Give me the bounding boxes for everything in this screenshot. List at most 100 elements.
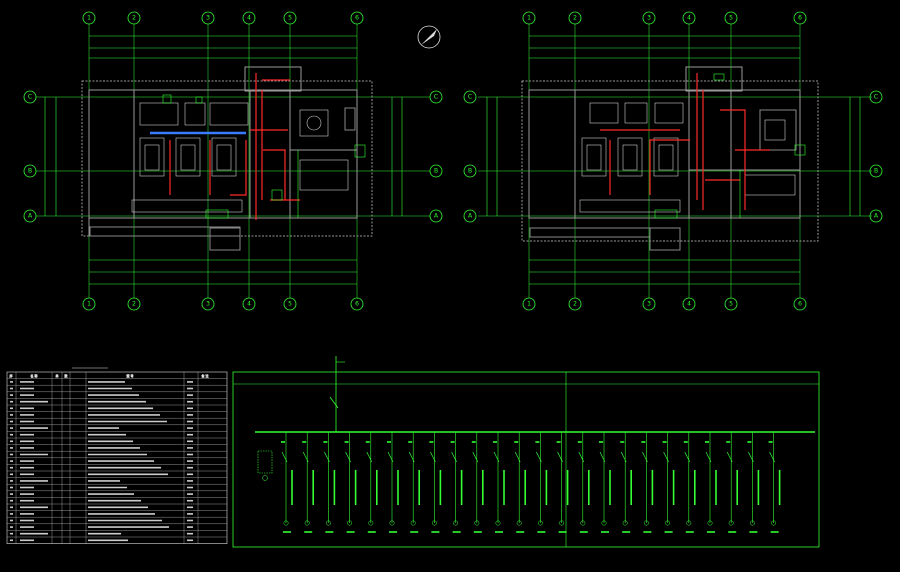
axis-bubble-row: B bbox=[429, 164, 443, 178]
outgoing-circuit bbox=[281, 432, 293, 533]
outgoing-circuit bbox=[323, 432, 336, 533]
axis-label: 4 bbox=[247, 15, 251, 22]
axis-label: 2 bbox=[573, 15, 577, 22]
table-header-cell: 单 bbox=[55, 373, 58, 378]
table-header-cell: 序 bbox=[9, 373, 12, 378]
outgoing-circuit bbox=[556, 432, 569, 533]
green-annotations bbox=[654, 73, 806, 219]
axis-bubble-col: 4 bbox=[242, 297, 256, 311]
red-conduits bbox=[600, 73, 770, 210]
axis-grid bbox=[478, 24, 872, 298]
table-header-cell: 型 号 bbox=[127, 373, 134, 378]
outgoing-circuit bbox=[514, 432, 527, 533]
axis-bubble-row: A bbox=[23, 209, 37, 223]
axis-label: 4 bbox=[687, 301, 691, 308]
axis-bubble-col: 1 bbox=[82, 297, 96, 311]
axis-label: 1 bbox=[87, 15, 91, 22]
axis-bubble-col: 4 bbox=[682, 297, 696, 311]
outgoing-circuit bbox=[599, 432, 611, 533]
dimension-lines-top bbox=[486, 35, 861, 285]
axis-bubble-row: A bbox=[429, 209, 443, 223]
axis-bubble-col: 3 bbox=[642, 297, 656, 311]
axis-bubble-col: 2 bbox=[568, 11, 582, 25]
axis-label: C bbox=[468, 94, 472, 101]
outgoing-circuit bbox=[747, 432, 760, 533]
outgoing-circuit bbox=[302, 432, 315, 533]
axis-bubble-row: C bbox=[869, 90, 883, 104]
axis-bubble-col: 5 bbox=[283, 297, 297, 311]
outgoing-circuit bbox=[493, 432, 505, 533]
axis-label: 3 bbox=[647, 301, 651, 308]
axis-bubble-row: A bbox=[463, 209, 477, 223]
axis-label: B bbox=[28, 168, 32, 175]
axis-label: B bbox=[434, 168, 438, 175]
axis-label: B bbox=[874, 168, 878, 175]
axis-label: 1 bbox=[527, 301, 531, 308]
axis-bubble-col: 1 bbox=[522, 297, 536, 311]
axis-label: 5 bbox=[288, 15, 292, 22]
axis-bubble-col: 4 bbox=[242, 11, 256, 25]
table-header-cell: 数 bbox=[64, 373, 67, 378]
axis-bubble-col: 6 bbox=[793, 11, 807, 25]
axis-label: 3 bbox=[206, 15, 210, 22]
axis-bubble-col: 2 bbox=[127, 297, 141, 311]
outgoing-circuit bbox=[344, 432, 357, 533]
red-conduits bbox=[169, 73, 300, 220]
axis-bubble-col: 6 bbox=[793, 297, 807, 311]
axis-label: 6 bbox=[355, 301, 359, 308]
axis-bubble-row: B bbox=[869, 164, 883, 178]
outgoing-circuit bbox=[365, 432, 378, 533]
axis-label: B bbox=[468, 168, 472, 175]
axis-bubble-col: 1 bbox=[82, 11, 96, 25]
axis-label: C bbox=[28, 94, 32, 101]
outgoing-circuit bbox=[726, 432, 739, 533]
axis-bubble-col: 1 bbox=[522, 11, 536, 25]
axis-grid bbox=[36, 24, 430, 298]
axis-label: A bbox=[468, 213, 473, 220]
axis-bubble-col: 6 bbox=[350, 297, 364, 311]
axis-bubble-col: 3 bbox=[642, 11, 656, 25]
axis-label: 2 bbox=[132, 15, 136, 22]
axis-label: 1 bbox=[87, 301, 91, 308]
building-walls bbox=[81, 66, 373, 251]
outgoing-circuit bbox=[535, 432, 548, 533]
axis-label: A bbox=[28, 213, 33, 220]
axis-label: C bbox=[874, 94, 878, 101]
table-header-cell: 名 称 bbox=[31, 373, 38, 378]
axis-label: 6 bbox=[798, 301, 802, 308]
equipment bbox=[131, 102, 349, 213]
outgoing-circuit bbox=[408, 432, 421, 533]
equipment-table: 序名 称单数型 号备 注 bbox=[6, 367, 228, 544]
axis-bubble-col: 5 bbox=[283, 11, 297, 25]
outgoing-circuit bbox=[662, 432, 675, 533]
axis-label: 5 bbox=[288, 301, 292, 308]
axis-bubble-col: 3 bbox=[201, 297, 215, 311]
outgoing-circuit bbox=[450, 432, 463, 533]
axis-label: C bbox=[434, 94, 438, 101]
axis-label: 4 bbox=[247, 301, 251, 308]
axis-bubble-col: 3 bbox=[201, 11, 215, 25]
axis-bubble-row: B bbox=[23, 164, 37, 178]
axis-label: 6 bbox=[355, 15, 359, 22]
axis-bubble-col: 5 bbox=[724, 297, 738, 311]
dimension-lines-top bbox=[44, 35, 403, 285]
axis-label: 1 bbox=[527, 15, 531, 22]
axis-label: A bbox=[874, 213, 879, 220]
axis-label: 5 bbox=[729, 301, 733, 308]
incoming-feeder bbox=[329, 356, 345, 432]
axis-bubble-col: 6 bbox=[350, 11, 364, 25]
outgoing-circuit bbox=[429, 432, 442, 533]
axis-label: A bbox=[434, 213, 439, 220]
axis-bubble-col: 2 bbox=[568, 297, 582, 311]
metering-block bbox=[257, 450, 273, 481]
axis-label: 6 bbox=[798, 15, 802, 22]
outgoing-circuit bbox=[387, 432, 399, 533]
outgoing-circuit bbox=[620, 432, 633, 533]
axis-bubble-row: C bbox=[429, 90, 443, 104]
axis-bubble-col: 4 bbox=[682, 11, 696, 25]
green-annotations bbox=[162, 94, 366, 219]
outgoing-circuit bbox=[768, 432, 781, 533]
outgoing-circuit bbox=[705, 432, 717, 533]
